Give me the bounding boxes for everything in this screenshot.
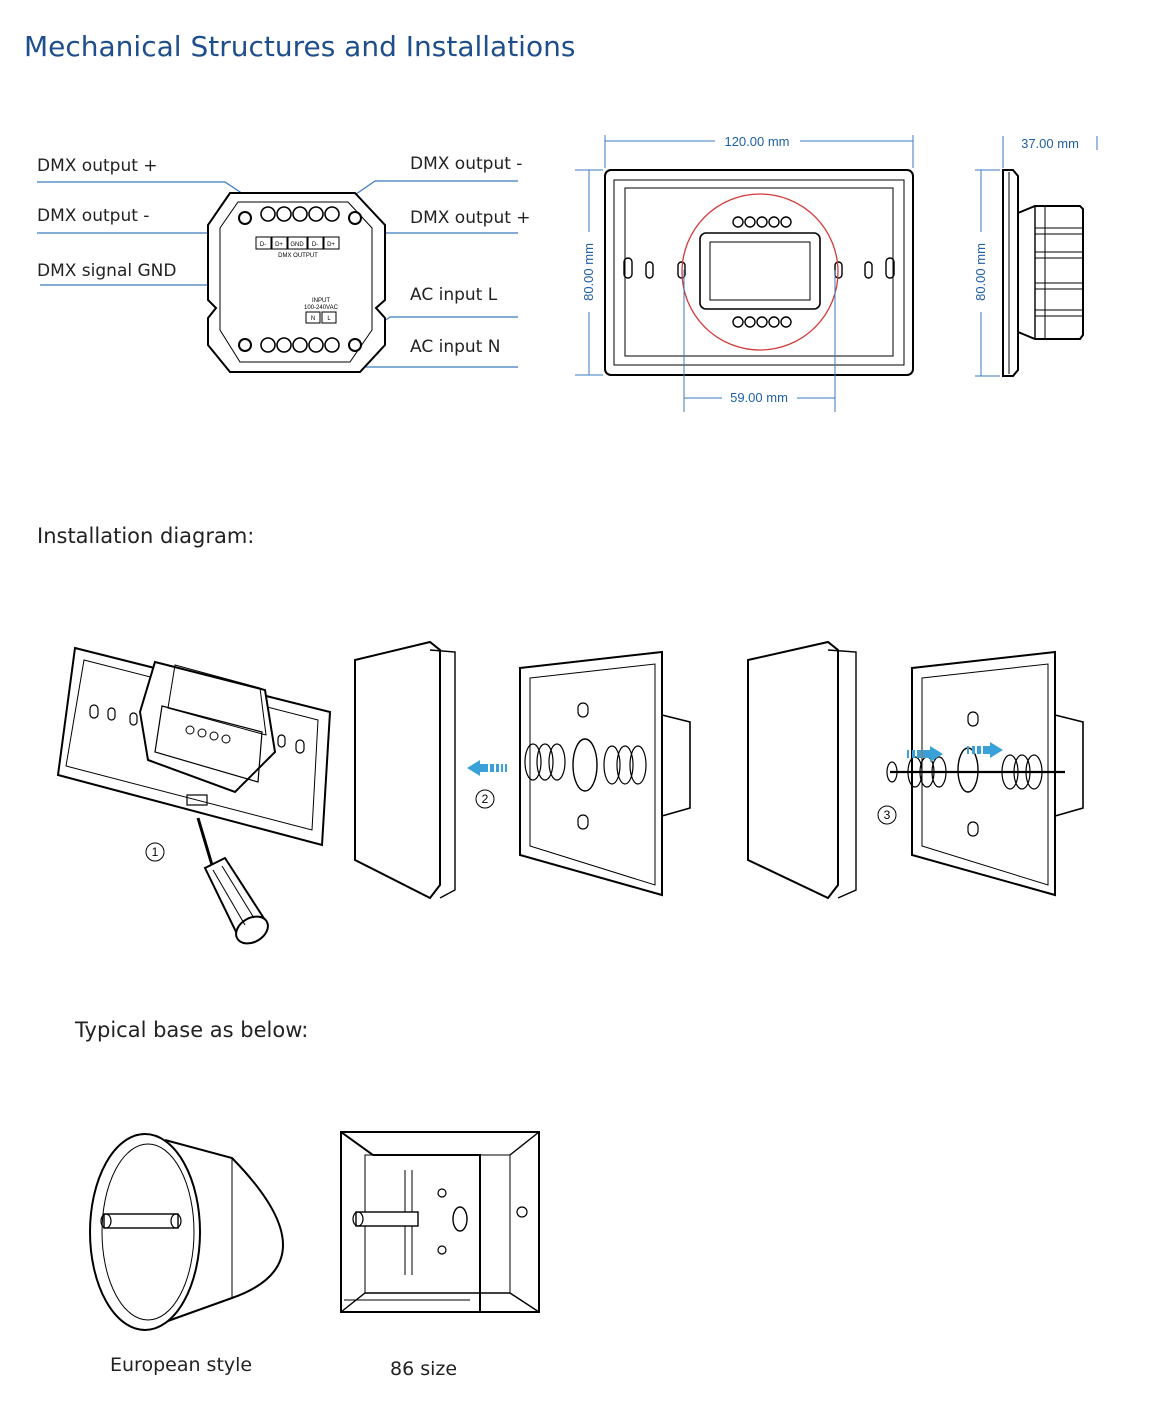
input-pin: N	[311, 316, 315, 322]
input-voltage: 100-240VAC	[304, 305, 339, 311]
label-dmx-output-plus-right: DMX output +	[410, 208, 531, 228]
terminal-diagram: D- D+ GND D- D+ DMX OUTPUT INPUT 100-240…	[37, 180, 518, 373]
dmx-output-marking: DMX OUTPUT	[278, 253, 318, 259]
dim-width: 120.00 mm	[724, 134, 789, 149]
pin-label: D+	[327, 242, 335, 248]
input-marking: INPUT	[312, 298, 330, 304]
step-3-number: 3	[884, 808, 891, 822]
label-dmx-output-plus-left: DMX output +	[37, 156, 158, 176]
label-dmx-output-minus-right: DMX output -	[410, 154, 523, 174]
front-dimension-drawing: 120.00 mm 80.00 mm 59.00 mm	[575, 134, 914, 412]
pin-label: GND	[290, 242, 304, 248]
label-dmx-signal-gnd: DMX signal GND	[37, 261, 177, 281]
dim-height-front: 80.00 mm	[581, 243, 596, 301]
base-heading: Typical base as below:	[75, 1018, 309, 1042]
step-1-number: 1	[152, 845, 159, 859]
pin-label: D-	[260, 242, 266, 248]
base-label-european: European style	[110, 1354, 253, 1376]
base-label-86-size: 86 size	[390, 1358, 458, 1380]
dim-height-side: 80.00 mm	[973, 243, 988, 301]
step-2-number: 2	[482, 792, 489, 806]
label-ac-input-n: AC input N	[410, 337, 501, 357]
dim-depth: 37.00 mm	[1021, 136, 1079, 151]
side-dimension-drawing: 37.00 mm 80.00 mm	[973, 136, 1098, 377]
installation-heading: Installation diagram:	[37, 524, 255, 548]
dim-center: 59.00 mm	[730, 390, 788, 405]
highlight-circle	[681, 193, 839, 351]
pin-label: D+	[275, 242, 283, 248]
page-title: Mechanical Structures and Installations	[24, 30, 576, 63]
installation-drawing: 1 2 3	[56, 640, 1084, 945]
label-ac-input-l: AC input L	[410, 285, 498, 305]
pin-label: D-	[312, 242, 318, 248]
input-pin: L	[327, 316, 331, 322]
label-dmx-output-minus-left: DMX output -	[37, 206, 150, 226]
